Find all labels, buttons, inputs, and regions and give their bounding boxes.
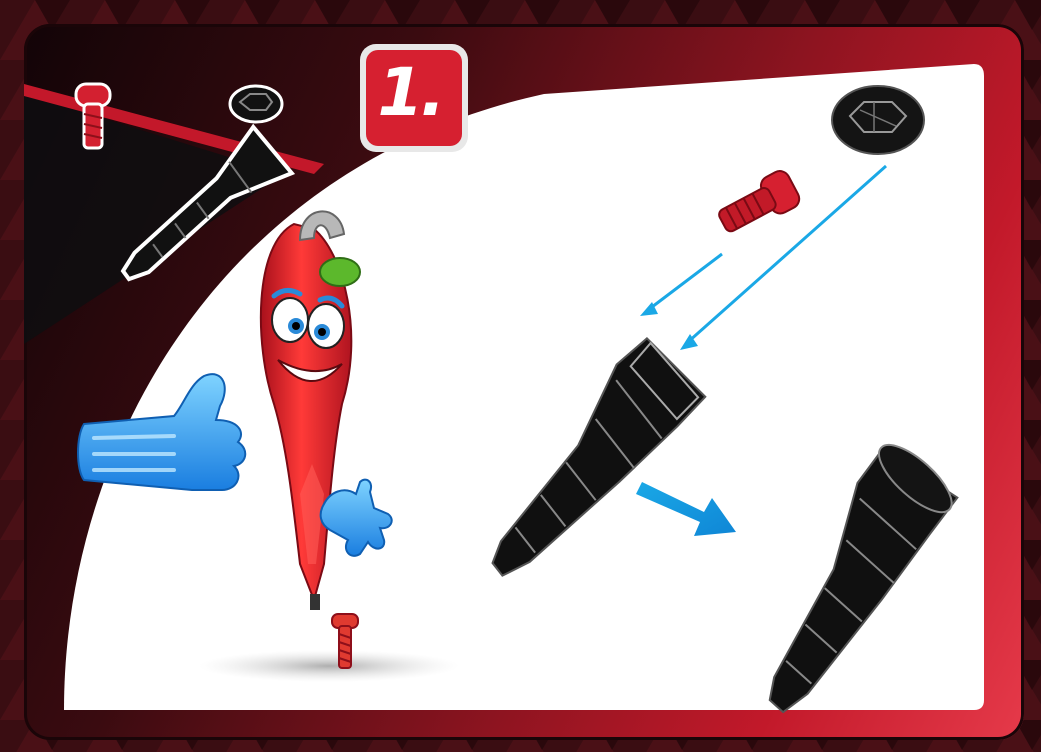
character-shadow (199, 650, 459, 682)
instruction-card: 1. (24, 24, 1024, 740)
step-number: 1. (356, 54, 464, 131)
black-cap-part-icon (832, 86, 924, 154)
screwdriver-tip (310, 594, 320, 610)
left-eye-icon (272, 298, 308, 342)
green-stem-icon (320, 258, 360, 286)
instruction-scene (24, 24, 1024, 740)
step-badge: 1. (356, 44, 464, 152)
black-cap-icon (230, 86, 282, 122)
